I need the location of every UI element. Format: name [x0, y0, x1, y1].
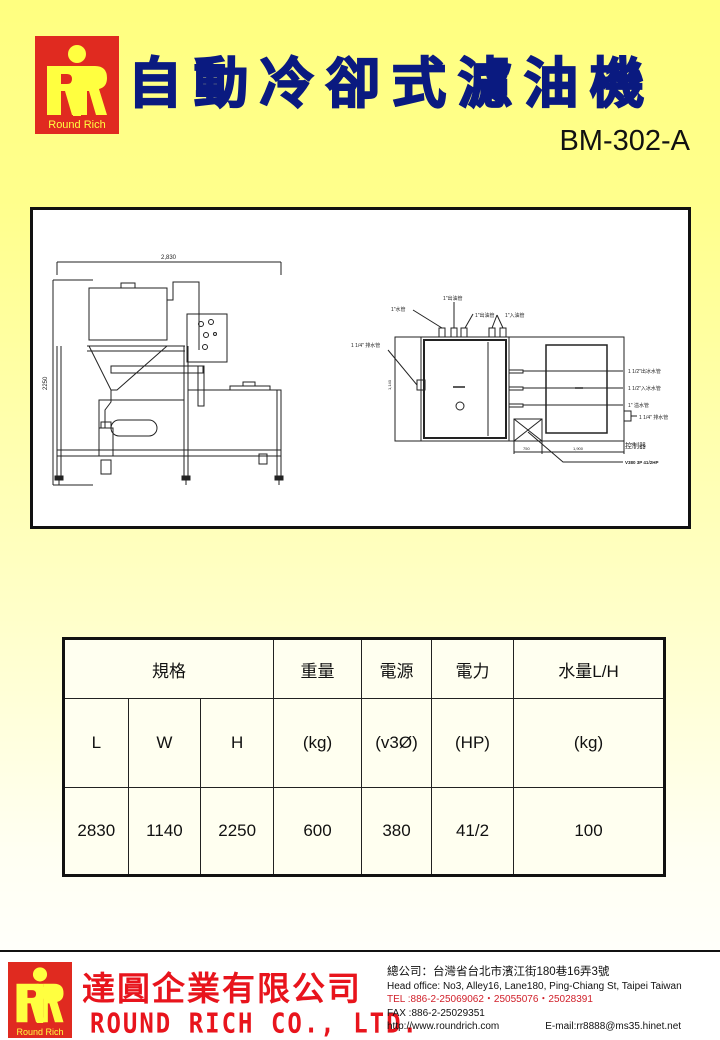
address-en: Head office: No3, Alley16, Lane180, Ping…: [387, 980, 682, 992]
value-power-source: 380: [361, 786, 432, 877]
side-view: 2,830 2250: [43, 255, 284, 486]
page-title: 自動冷卻式濾油機: [127, 51, 656, 116]
model-number: BM-302-A: [559, 125, 690, 157]
svg-text:2250: 2250: [43, 376, 49, 390]
value-height: 2250: [200, 786, 274, 877]
svg-text:V380 3P 41/2HP: V380 3P 41/2HP: [625, 460, 658, 465]
value-water: 100: [513, 786, 665, 877]
svg-text:1 1/4" 排水管: 1 1/4" 排水管: [639, 414, 668, 421]
svg-text:控制器: 控制器: [625, 441, 646, 450]
svg-text:1,140: 1,140: [387, 379, 392, 390]
svg-text:2,830: 2,830: [161, 255, 177, 261]
website-link[interactable]: http://www.roundrich.com: [387, 1021, 500, 1032]
svg-text:1,900: 1,900: [573, 446, 584, 451]
fax: FAX :886-2-25029351: [387, 1007, 485, 1019]
technical-drawing: 2,830 2250: [30, 207, 691, 529]
value-power: 41/2: [431, 786, 514, 877]
company-logo: Round Rich: [35, 36, 119, 134]
address-cn: 總公司：台灣省台北市濱江街180巷16弄3號: [387, 966, 610, 978]
svg-text:750: 750: [523, 446, 530, 451]
company-name-en: ROUND RICH CO., LTD.: [90, 1007, 419, 1040]
machine-drawing-icon: 2,830 2250: [43, 255, 668, 486]
round-rich-logo-icon: [47, 45, 107, 116]
value-weight: 600: [273, 786, 362, 877]
table-values-row: 2830 1140 2250 600 380 41/2 100: [63, 786, 665, 877]
web-row: http://www.roundrich.com E-mail:rr8888@ms…: [387, 1020, 682, 1034]
unit-water: (kg): [513, 698, 665, 788]
svg-text:1"出油管: 1"出油管: [443, 295, 463, 302]
svg-text:1"水管: 1"水管: [391, 306, 406, 313]
contact-info: 總公司：台灣省台北市濱江街180巷16弄3號 Head office: No3,…: [387, 966, 682, 1034]
footer: Round Rich 達圓企業有限公司 ROUND RICH CO., LTD.…: [0, 950, 720, 1040]
header-power-source: 電源: [361, 637, 432, 700]
value-length: 2830: [63, 786, 129, 877]
value-width: 1140: [127, 786, 202, 877]
footer-logo-caption: Round Rich: [16, 1027, 64, 1037]
top-view: 1"水管 1"出油管 1"出油管 1"入油管 1 1/4" 排水管 1 1/2"…: [351, 295, 668, 465]
telephone: TEL :886-2-25069062・25055076・25028391: [387, 994, 593, 1005]
unit-w: W: [127, 698, 202, 788]
header-weight: 重量: [273, 637, 362, 700]
unit-power-source: (v3Ø): [361, 698, 432, 788]
table-header-row: 規格 重量 電源 電力 水量L/H: [63, 637, 665, 700]
footer-logo: Round Rich: [8, 962, 72, 1038]
svg-text:1 1/2"出冰水管: 1 1/2"出冰水管: [628, 368, 661, 375]
spec-table: 規格 重量 電源 電力 水量L/H L W H (kg) (v3Ø) (HP) …: [62, 637, 666, 877]
company-name-cn: 達圓企業有限公司: [82, 969, 362, 1008]
svg-text:1"出油管: 1"出油管: [475, 312, 495, 319]
unit-power: (HP): [431, 698, 514, 788]
header-water: 水量L/H: [513, 637, 665, 700]
unit-l: L: [63, 698, 129, 788]
unit-h: H: [200, 698, 274, 788]
header-spec: 規格: [63, 637, 274, 700]
svg-text:1" 溢水管: 1" 溢水管: [628, 402, 649, 409]
email-link[interactable]: E-mail:rr8888@ms35.hinet.net: [545, 1021, 682, 1032]
logo-caption: Round Rich: [48, 119, 106, 131]
svg-text:1 1/4" 排水管: 1 1/4" 排水管: [351, 342, 380, 349]
header-power: 電力: [431, 637, 514, 700]
unit-weight: (kg): [273, 698, 362, 788]
svg-text:1 1/2"入冰水管: 1 1/2"入冰水管: [628, 385, 661, 392]
round-rich-logo-icon: [16, 967, 64, 1023]
svg-text:1"入油管: 1"入油管: [505, 312, 525, 319]
table-units-row: L W H (kg) (v3Ø) (HP) (kg): [63, 698, 665, 788]
